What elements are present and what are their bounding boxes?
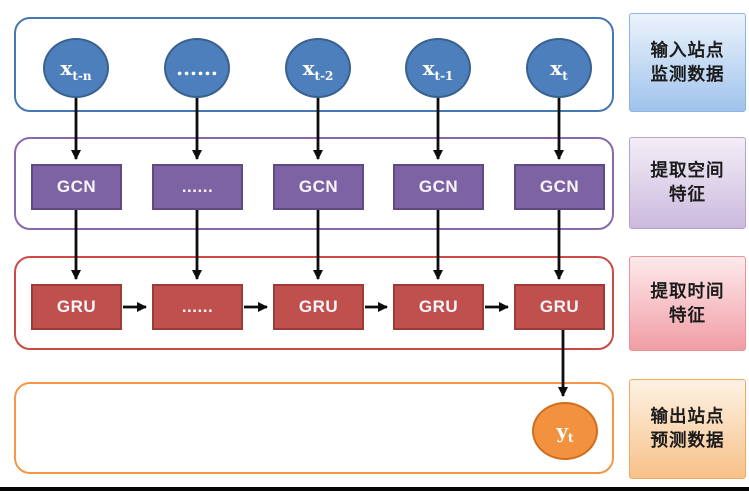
stage-label-line: 提取时间 [650, 280, 725, 301]
stage-label-output: 输出站点 预测数据 [629, 379, 746, 479]
input-node-label: x [60, 56, 73, 80]
page-bottom-rule [0, 487, 749, 491]
gcn-box-5: GCN [514, 164, 605, 210]
input-node-label: x [302, 56, 315, 80]
output-node-subscript: t [568, 431, 574, 445]
gru-box-5: GRU [514, 284, 605, 330]
gcn-box-4: GCN [393, 164, 484, 210]
stage-label-line: 输入站点 [650, 39, 725, 60]
stage-label-line: 提取空间 [650, 160, 725, 181]
stage-label-input: 输入站点 监测数据 [629, 13, 746, 112]
stage-label-line: 特征 [669, 304, 706, 325]
stage-label-line: 输出站点 [650, 406, 725, 427]
spatial-stage-frame [14, 137, 614, 230]
gcn-box-ellipsis: ...... [152, 164, 243, 210]
input-node-subscript: t-1 [434, 69, 454, 83]
input-node-subscript: t [562, 69, 568, 83]
gcn-box-1: GCN [31, 164, 122, 210]
stage-label-line: 监测数据 [650, 63, 725, 84]
stage-label-spatial: 提取空间 特征 [629, 137, 746, 229]
output-node-label: y [556, 419, 569, 443]
input-node-label: x [422, 56, 435, 80]
input-node-subscript: t-2 [314, 69, 334, 83]
gru-box-3: GRU [273, 284, 364, 330]
input-node-label: ...... [176, 56, 218, 80]
gru-box-1: GRU [31, 284, 122, 330]
input-node-subscript: t-n [72, 69, 92, 83]
temporal-stage-frame [14, 256, 614, 350]
input-node-ellipsis: ...... [164, 38, 230, 98]
input-node-label: x [550, 56, 563, 80]
gcn-box-3: GCN [273, 164, 364, 210]
gru-box-4: GRU [393, 284, 484, 330]
input-stage-frame [14, 17, 614, 112]
stage-label-line: 预测数据 [650, 430, 725, 450]
stage-label-line: 特征 [669, 184, 706, 204]
output-stage-frame [14, 382, 614, 474]
stage-label-temporal: 提取时间 特征 [629, 256, 746, 351]
gru-box-ellipsis: ...... [152, 284, 243, 330]
